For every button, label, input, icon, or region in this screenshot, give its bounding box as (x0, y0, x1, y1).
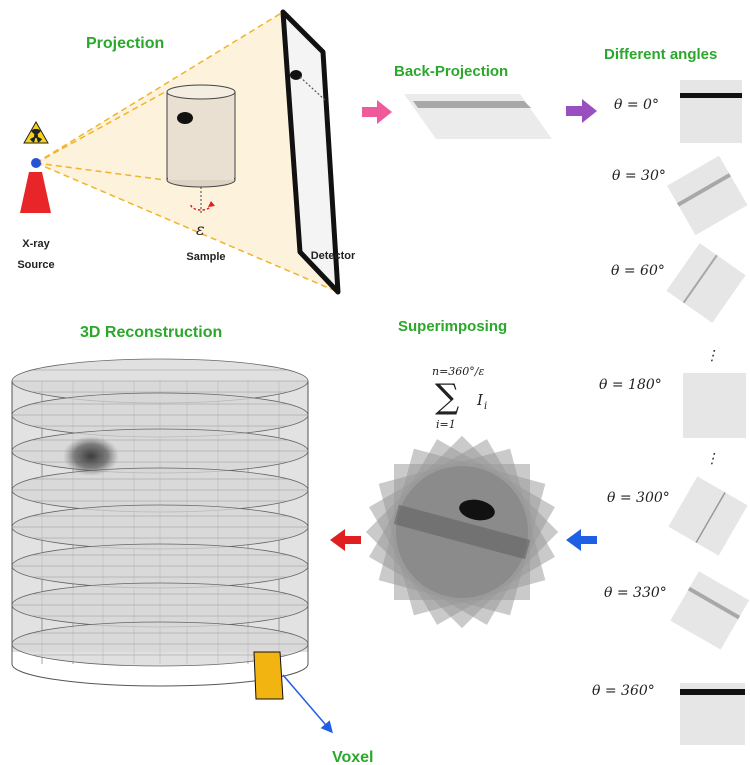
superimposed-layer (378, 448, 546, 616)
source-label-line1: X-ray (22, 238, 50, 250)
ellipsis-1: ⋮ (705, 348, 719, 364)
formula-lower: i=1 (436, 418, 456, 431)
superimposed-layer (369, 439, 555, 625)
superimposed-layer (369, 439, 555, 625)
angle-label-360: θ = 360° (592, 683, 655, 699)
angle-label-60: θ = 60° (611, 263, 665, 279)
xray-source: X-ray Source (17, 120, 55, 271)
superimposed-layer (369, 439, 555, 625)
epsilon-label: ε (196, 220, 205, 239)
projection-scene: X-ray Source ε Sample Detector (17, 9, 356, 295)
angle-label-330: θ = 330° (604, 585, 667, 601)
superimposed-layer (365, 435, 559, 629)
angle-panel-180 (683, 373, 746, 438)
arrow-to-back-projection (362, 100, 392, 124)
angle-label-180: θ = 180° (599, 377, 662, 393)
detector-panel: Detector (280, 9, 356, 295)
source-focal-point (31, 158, 41, 168)
superimposed-layer (369, 439, 555, 625)
formula-upper: n=360°/ε (432, 365, 485, 378)
superimposed-layer (378, 448, 546, 616)
rotation-arrow-icon (190, 201, 215, 211)
beam-edge-bottom (35, 162, 339, 293)
voxel-pointer-arrow (282, 674, 333, 734)
source-label-line2: Source (17, 259, 54, 271)
superimposed-layer (369, 439, 555, 625)
formula-term-sub: i (484, 401, 487, 412)
superimposed-layer (365, 435, 559, 629)
superimposed-core (396, 466, 528, 598)
cylinder-bottom-edge (11, 663, 309, 687)
radiation-icon (23, 120, 49, 144)
superimposed-image (365, 435, 559, 629)
formula-sigma: ∑ (435, 377, 459, 417)
reconstruction-title: 3D Reconstruction (80, 324, 222, 341)
voxel-label: Voxel (332, 749, 374, 765)
superimposed-layer (369, 439, 555, 625)
superimposed-layer (378, 448, 546, 616)
reconstruction-cylinder (11, 358, 309, 687)
beam-edge-inner-bottom (35, 162, 166, 181)
superimposed-layer (369, 439, 555, 625)
superimposed-band (393, 504, 531, 560)
back-projection-title: Back-Projection (394, 63, 508, 80)
back-projection-image (404, 94, 552, 139)
angle-label-30: θ = 30° (612, 168, 666, 184)
angle-panel-300 (668, 476, 748, 556)
angle-panel-0 (680, 80, 742, 143)
detector-shadow-trail (299, 76, 326, 101)
reconstructed-inclusion (63, 436, 119, 476)
arrow-to-angles (566, 99, 597, 123)
superimposed-inclusion (459, 499, 495, 521)
detector-shadow (290, 70, 302, 80)
angle-label-0: θ = 0° (614, 97, 659, 113)
angle-line-0 (680, 93, 742, 98)
angle-panels: θ = 0° θ = 30° θ = 60° ⋮ θ = 180° ⋮ θ = … (592, 80, 750, 745)
superimposed-layer (369, 439, 555, 625)
superimposed-layer (378, 448, 546, 616)
sample-cylinder: ε Sample (166, 84, 236, 263)
superimposed-layer (365, 435, 559, 629)
superimposed-layer (394, 464, 530, 600)
superimposing-title: Superimposing (398, 318, 507, 335)
superimposed-layer (365, 435, 559, 629)
superimposed-layer (378, 448, 546, 616)
superimposed-layer (394, 464, 530, 600)
angle-panel-60 (666, 243, 746, 323)
beam-edge-top (35, 11, 284, 164)
angle-line-360 (680, 689, 745, 695)
detector-label: Detector (311, 250, 356, 262)
voxel: Voxel (253, 651, 374, 765)
sample-label: Sample (186, 251, 225, 263)
projection-title: Projection (86, 35, 164, 52)
arrow-to-superimposing (566, 529, 597, 551)
angle-label-300: θ = 300° (607, 490, 670, 506)
angle-panel-330 (670, 571, 750, 650)
superimposed-layer (394, 464, 530, 600)
different-angles-title: Different angles (604, 46, 717, 63)
superimposed-layer (378, 448, 546, 616)
superimposed-layer (378, 448, 546, 616)
sample-inclusion (177, 112, 193, 124)
superimposed-layer (378, 448, 546, 616)
source-body (20, 172, 51, 213)
superimpose-formula: n=360°/ε ∑ i=1 I i (432, 365, 487, 431)
angle-panel-30 (667, 155, 748, 236)
ellipsis-2: ⋮ (705, 451, 719, 467)
formula-term: I (476, 391, 484, 409)
superimposed-layer (394, 464, 530, 600)
arrow-to-reconstruction (330, 529, 361, 551)
beam-edge-inner-top (35, 91, 166, 164)
voxel-cube (253, 651, 284, 700)
